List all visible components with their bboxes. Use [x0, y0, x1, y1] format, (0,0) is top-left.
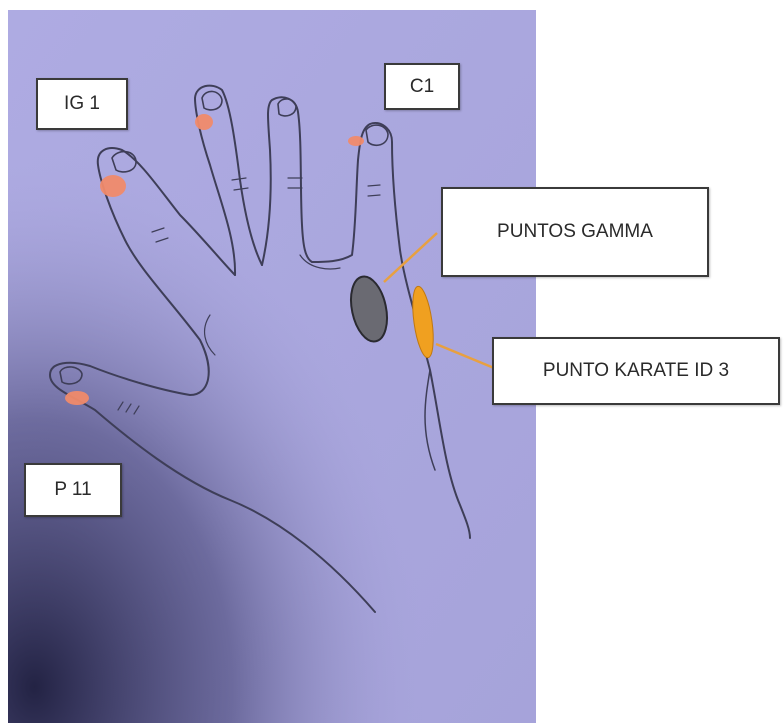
label-c1: C1 — [384, 63, 460, 110]
point-c1 — [348, 136, 364, 146]
point-ig1 — [100, 175, 126, 197]
label-puntos-gamma: PUNTOS GAMMA — [441, 187, 709, 277]
label-ig1: IG 1 — [36, 78, 128, 130]
point-p11 — [65, 391, 89, 405]
label-p11: P 11 — [24, 463, 122, 517]
point-index-tip — [195, 114, 213, 130]
label-punto-karate: PUNTO KARATE ID 3 — [492, 337, 780, 405]
